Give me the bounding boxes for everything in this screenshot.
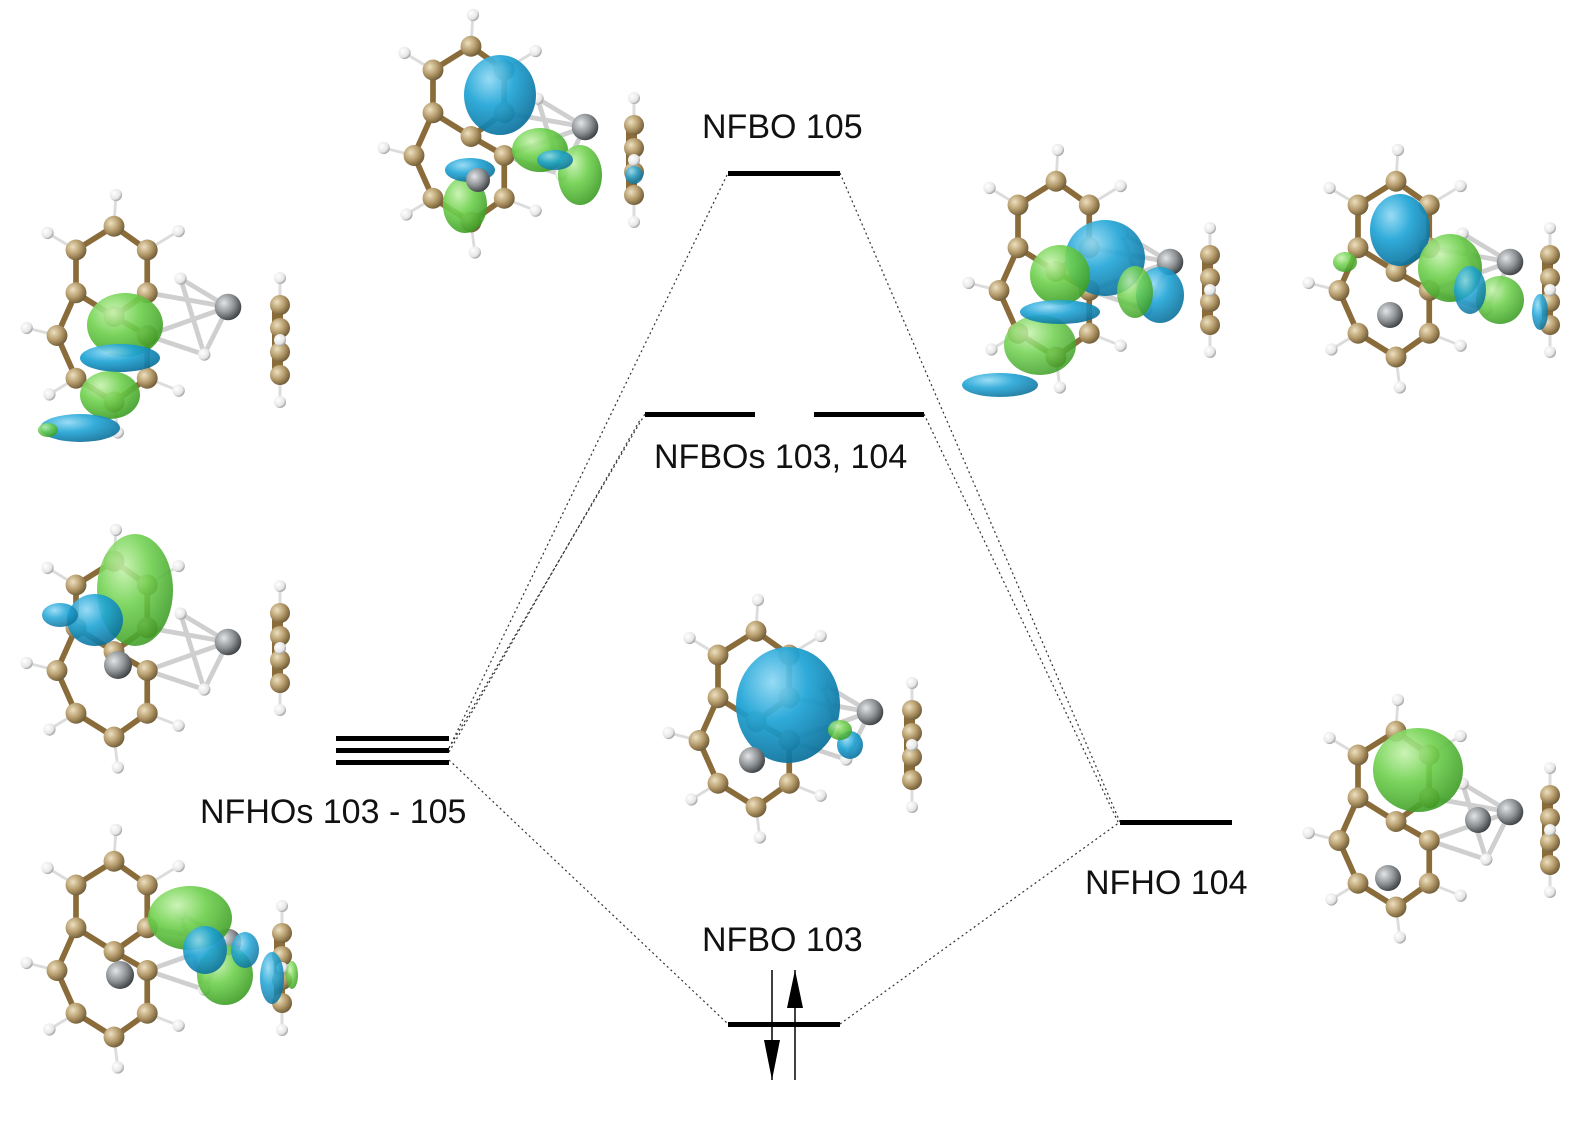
orbital-image-nfbo103 bbox=[662, 594, 922, 844]
level-nfho105 bbox=[336, 760, 449, 765]
nfbos103-104-label: NFBOs 103, 104 bbox=[654, 438, 908, 476]
orbital-image-nfho104 bbox=[1302, 694, 1560, 944]
level-nfbo103-bonding bbox=[728, 1022, 840, 1027]
electron-pair-arrows bbox=[764, 970, 803, 1080]
level-nfho104 bbox=[1120, 820, 1232, 825]
orbital-image-nfho-b bbox=[20, 524, 290, 774]
level-nfho103 bbox=[336, 736, 449, 741]
level-nfbo104 bbox=[814, 412, 924, 417]
level-nfbo103 bbox=[645, 412, 755, 417]
orbital-image-nfbo103-104-a bbox=[962, 144, 1220, 397]
nfbo103-label: NFBO 103 bbox=[702, 921, 863, 959]
nfbo105-label: NFBO 105 bbox=[702, 108, 863, 146]
correlation-lines bbox=[448, 172, 1121, 1025]
nfho104-label: NFHO 104 bbox=[1085, 864, 1248, 902]
level-nfho104-left bbox=[336, 748, 449, 753]
orbital-image-nfbo103-104-b bbox=[1302, 144, 1560, 394]
orbital-image-nfho-a bbox=[20, 189, 290, 442]
orbital-image-nfho-c bbox=[20, 824, 298, 1074]
orbital-image-nfbo105 bbox=[377, 9, 644, 259]
level-nfbo105 bbox=[728, 171, 840, 176]
nfhos103-105-label: NFHOs 103 - 105 bbox=[200, 793, 467, 831]
